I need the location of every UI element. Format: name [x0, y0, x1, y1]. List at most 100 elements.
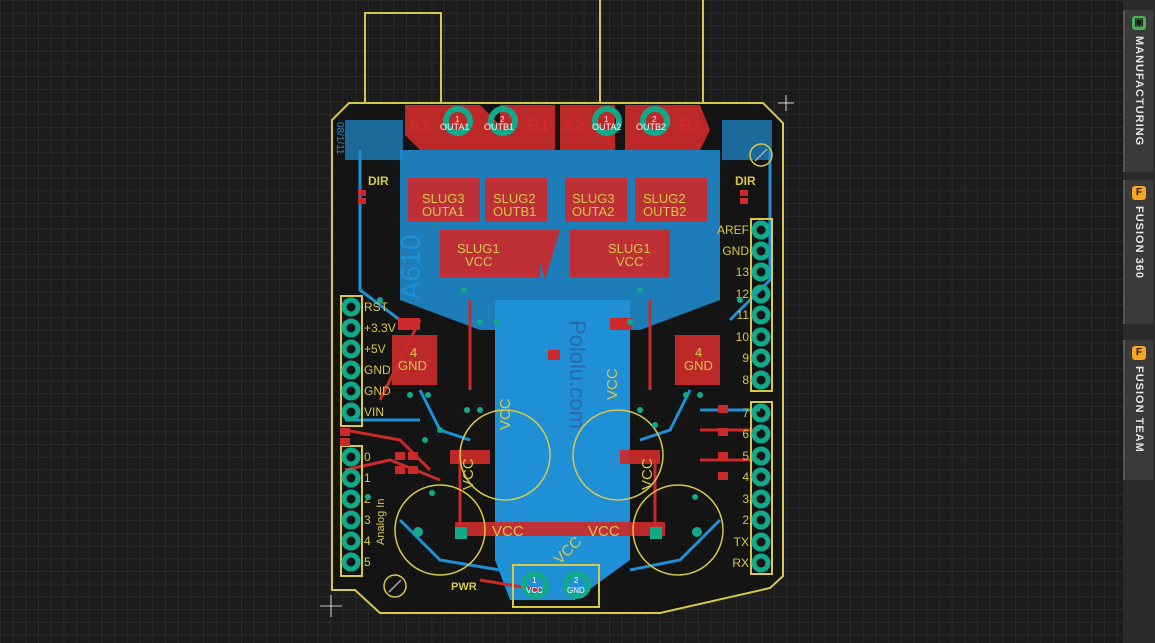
right-header-label-6: 6 [742, 427, 749, 441]
power-pin-2-num: 2 [574, 576, 579, 585]
pad-number-4: 2 [652, 115, 657, 124]
right-header-top-outline [750, 218, 773, 392]
power-pin-1-name: VCC [526, 586, 543, 595]
power-pin-2-name: GND [567, 586, 585, 595]
right-header-label-2: 2 [742, 513, 749, 527]
power-pin-2 [563, 571, 591, 599]
manufacturing-tab[interactable]: ▣ MANUFACTURING [1123, 10, 1153, 172]
gnd-pad-left-num: 4 [410, 345, 417, 360]
right-header-label-7: 7 [742, 406, 749, 420]
fusion-360-tab[interactable]: F FUSION 360 [1123, 180, 1153, 324]
vcc-label-1: VCC [492, 523, 524, 540]
side-panel: ▣ MANUFACTURING F FUSION 360 F FUSION TE… [1123, 0, 1155, 643]
right-header-label-aref: AREF [717, 223, 749, 237]
power-pin-1-num: 1 [532, 576, 537, 585]
fusion-team-icon: F [1132, 346, 1146, 360]
fusion-360-icon: F [1132, 186, 1146, 200]
vcc-label-3: VCC [460, 458, 477, 490]
slug-label-2-top: SLUG2 [493, 191, 536, 206]
motor-header-pads [443, 106, 670, 136]
left-header-outline [340, 295, 363, 427]
header-label-a1: A1 [408, 116, 431, 136]
vcc-label-6: VCC [604, 368, 621, 400]
analog-pin-5: 5 [364, 555, 371, 569]
right-header-label-9: 9 [742, 351, 749, 365]
slug-label-5-bottom: VCC [465, 254, 492, 269]
right-header-label-8: 8 [742, 373, 749, 387]
dir-label-left: DIR [368, 174, 389, 188]
dir-label-right: DIR [735, 174, 756, 188]
slug-label-3-bottom: OUTA2 [572, 204, 614, 219]
slug-label-6-bottom: VCC [616, 254, 643, 269]
right-header-label-11: 11 [737, 308, 750, 322]
gnd-pad-right-label: GND [684, 358, 713, 373]
slug-label-4-bottom: OUTB2 [643, 204, 686, 219]
fusion-team-tab[interactable]: F FUSION TEAM [1123, 340, 1153, 480]
out-label-outb2: OUTB2 [636, 122, 666, 132]
right-header-bottom-pads [751, 403, 771, 573]
vias [365, 287, 743, 500]
right-header-bottom-outline [750, 401, 773, 575]
header-label-b2: B2 [679, 116, 702, 136]
slug-label-1-bottom: OUTA1 [422, 204, 464, 219]
header-label-a2: A2 [561, 116, 584, 136]
left-header-label-gnd1: GND [364, 363, 391, 377]
slug-label-1-top: SLUG3 [422, 191, 465, 206]
right-header-label-gnd: GND [722, 244, 749, 258]
connector-outline-right [599, 0, 704, 103]
slug-label-2-bottom: OUTB1 [493, 204, 536, 219]
top-copper-pours [392, 105, 720, 536]
analog-pin-3: 3 [364, 513, 371, 527]
fusion-360-tab-label: FUSION 360 [1133, 206, 1145, 279]
analog-header-pads [341, 447, 361, 572]
analog-pin-0: 0 [364, 450, 371, 464]
left-header-label-rst: RST [364, 300, 389, 314]
bottom-copper-right [722, 120, 772, 160]
top-traces [344, 300, 760, 592]
manufacturing-icon: ▣ [1132, 16, 1146, 30]
left-header-label-vin: VIN [364, 405, 384, 419]
power-pin-1 [521, 571, 549, 599]
pad-number-2: 2 [500, 115, 505, 124]
manufacturing-tab-label: MANUFACTURING [1133, 36, 1145, 147]
left-header-label-5v: +5V [364, 342, 386, 356]
mirrored-silk-text: Pololu.com [565, 320, 590, 429]
slug-label-3-top: SLUG3 [572, 191, 615, 206]
analog-pin-4: 4 [364, 534, 371, 548]
corner-date-text: 08/1/11 [334, 122, 345, 155]
analog-in-label: Analog In [375, 499, 387, 545]
bottom-copper-left [345, 120, 403, 160]
left-header-pads [341, 297, 361, 422]
slug-label-5-top: SLUG1 [457, 241, 500, 256]
vcc-label-2: VCC [588, 523, 620, 540]
smd-pads [340, 190, 748, 480]
vcc-label-5: VCC [497, 398, 514, 430]
slug-label-6-top: SLUG1 [608, 241, 651, 256]
capacitors [383, 143, 773, 598]
capacitor-pads [413, 527, 702, 539]
origin-marker [320, 95, 794, 617]
out-label-outa2: OUTA2 [592, 122, 621, 132]
right-header-label-3: 3 [742, 492, 749, 506]
right-header-label-4: 4 [742, 470, 749, 484]
right-header-top-pads [751, 220, 771, 390]
mounting-hole-icon [388, 148, 768, 593]
analog-pin-1: 1 [364, 471, 371, 485]
out-label-outb1: OUTB1 [484, 122, 514, 132]
gnd-pad-left-label: GND [398, 358, 427, 373]
header-label-b1: B1 [527, 116, 550, 136]
right-header-label-10: 10 [736, 330, 750, 344]
gnd-pad-right-num: 4 [695, 345, 702, 360]
pad-number-3: 1 [604, 115, 609, 124]
right-header-label-rx: RX [732, 556, 749, 570]
slug-label-4-top: SLUG2 [643, 191, 686, 206]
right-header-label-tx: TX [734, 535, 749, 549]
vcc-label-4: VCC [639, 458, 656, 490]
analog-header-outline [340, 445, 363, 577]
board-title: A610 [395, 235, 426, 300]
pwr-label: PWR [451, 581, 477, 593]
power-connector-outline [512, 564, 600, 608]
right-header-label-5: 5 [742, 449, 749, 463]
fusion-team-tab-label: FUSION TEAM [1133, 366, 1145, 453]
